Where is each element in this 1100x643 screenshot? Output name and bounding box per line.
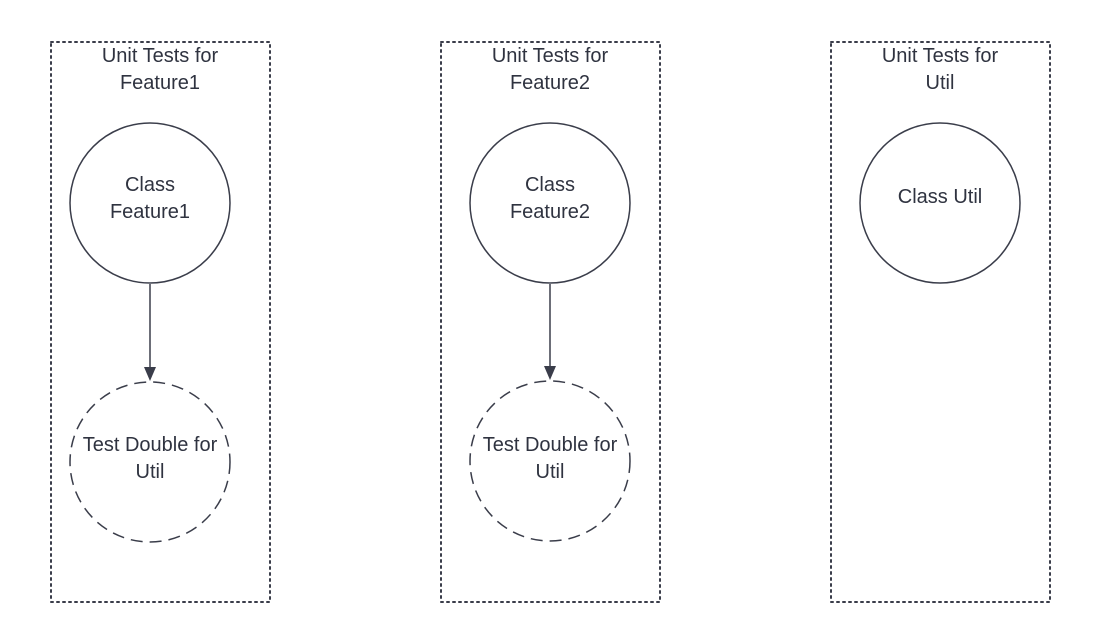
- class-util-label: Class Util: [898, 186, 982, 208]
- container-feature2: Unit Tests for Feature2 Class Feature2 T…: [440, 41, 661, 603]
- test-double-feature2-circle: [469, 380, 631, 542]
- class-feature1-label-line1: Class: [125, 174, 175, 196]
- class-feature2-circle: [469, 122, 631, 284]
- container-feature1-title-line2: Feature1: [120, 72, 200, 94]
- test-double-feature1-node: Test Double for Util: [69, 381, 231, 543]
- test-double-feature1-circle: [69, 381, 231, 543]
- container-feature2-title-line1: Unit Tests for: [492, 45, 609, 67]
- class-feature2-node: Class Feature2: [469, 122, 631, 284]
- test-double-feature2-label-line1: Test Double for: [483, 434, 618, 456]
- class-feature1-circle: [69, 122, 231, 284]
- class-util-circle: [859, 122, 1021, 284]
- container-feature1: Unit Tests for Feature1 Class Feature1 T…: [50, 41, 271, 603]
- test-double-feature1-label-line2: Util: [136, 461, 165, 483]
- class-feature1-node: Class Feature1: [69, 122, 231, 284]
- dependency-arrow-feature1-head: [144, 367, 156, 381]
- class-util-node: Class Util: [859, 122, 1021, 284]
- test-double-feature2-node: Test Double for Util: [469, 380, 631, 542]
- dependency-arrow-feature2: [544, 284, 556, 380]
- class-feature2-label-line1: Class: [525, 174, 575, 196]
- container-feature1-title-line1: Unit Tests for: [102, 45, 219, 67]
- container-util-title-line1: Unit Tests for: [882, 45, 999, 67]
- container-feature1-frame: [50, 41, 271, 603]
- test-double-feature1-label-line1: Test Double for: [83, 434, 218, 456]
- class-feature1-label-line2: Feature1: [110, 201, 190, 223]
- dependency-arrow-feature2-head: [544, 366, 556, 380]
- container-feature2-frame: [440, 41, 661, 603]
- container-util: Unit Tests for Util Class Util: [830, 41, 1051, 603]
- container-feature2-title-line2: Feature2: [510, 72, 590, 94]
- container-util-frame: [830, 41, 1051, 603]
- dependency-arrow-feature1: [144, 284, 156, 381]
- class-feature2-label-line2: Feature2: [510, 201, 590, 223]
- test-double-feature2-label-line2: Util: [536, 461, 565, 483]
- container-util-title-line2: Util: [926, 72, 955, 94]
